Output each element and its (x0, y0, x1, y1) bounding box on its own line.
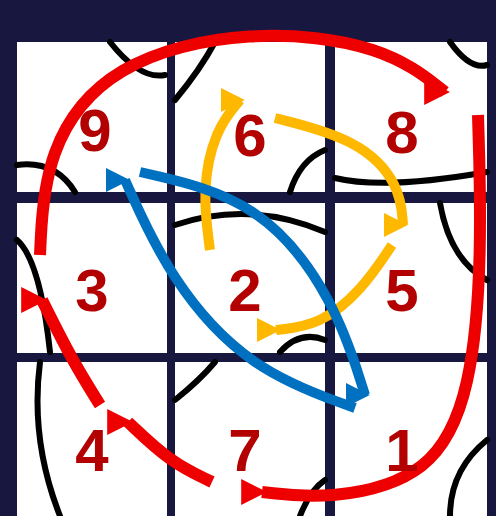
tile-number: 8 (385, 98, 418, 167)
tile-number: 2 (228, 256, 261, 325)
tile-number: 3 (75, 256, 108, 325)
tile-number: 1 (385, 416, 418, 485)
tile-number: 5 (385, 256, 418, 325)
tile-number: 9 (78, 96, 111, 165)
tile-number: 7 (228, 416, 261, 485)
tile-number: 4 (75, 416, 108, 485)
tile-number: 6 (233, 101, 266, 170)
puzzle-tile: 5 (335, 203, 487, 353)
